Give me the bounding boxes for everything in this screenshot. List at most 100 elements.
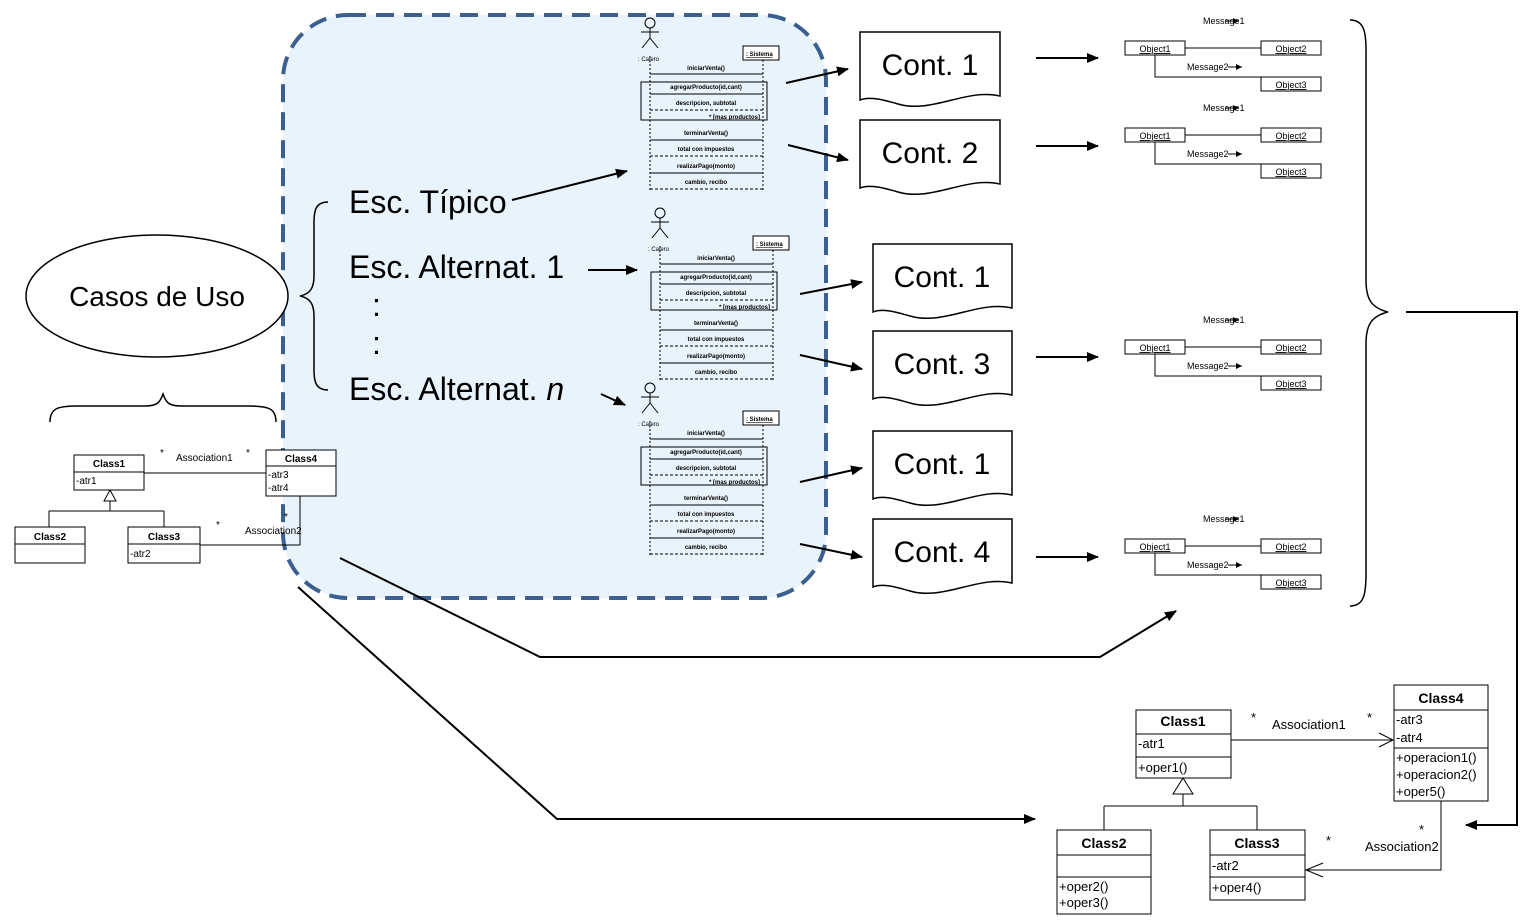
small-class1-name: Class1: [93, 459, 126, 470]
seq3-msg-8: cambio, recibo: [685, 545, 728, 551]
seq1-actor: : Cajero: [638, 57, 660, 63]
small-class2-name: Class2: [34, 532, 67, 543]
small-class3: [127, 526, 201, 564]
collaboration-diagram-3: Object1 Object2 Object3 Message1 Message…: [1125, 315, 1321, 390]
seq3-msg-5: terminarVenta(): [684, 496, 728, 502]
seq3-msg-6: total con impuestos: [678, 512, 735, 518]
collaboration-brace: [1349, 19, 1389, 607]
collaboration-diagram-4: Object1 Object2 Object3 Message1 Message…: [1125, 514, 1321, 589]
use-case-ellipse: [25, 234, 289, 358]
collab3-message2: Message2: [1187, 361, 1229, 371]
arrow-altn-to-seq: [600, 393, 626, 406]
arrow-typical-to-seq: [511, 168, 628, 201]
seq1-msg-6: total con impuestos: [678, 147, 735, 153]
big-assoc2-mult-right: *: [1419, 822, 1424, 837]
scenario-altn-prefix: Esc. Alternat.: [349, 371, 546, 407]
scenarios-highlight: [281, 13, 828, 600]
seq2-msg-8: cambio, recibo: [695, 370, 738, 376]
big-class1-attr: -atr1: [1138, 736, 1165, 751]
big-class4-attr-1: -atr3: [1396, 712, 1423, 727]
contract-label-3: Cont. 1: [894, 261, 991, 294]
seq1-msg-4: * [mas productos]: [709, 115, 760, 121]
big-class-diagram: Class1 -atr1 +oper1() Class2 +oper2() +o…: [1056, 684, 1489, 915]
arrow-seq3-cont1: [799, 465, 863, 483]
small-class4-attr-1: -atr3: [268, 470, 289, 481]
big-class4-op-3: +oper5(): [1396, 784, 1446, 799]
seq3-msg-1: iniciarVenta(): [687, 431, 725, 437]
seq3-msg-4: * [mas productos]: [709, 480, 760, 486]
seq1-msg-7: realizarPago(monto): [677, 164, 735, 170]
seq1-msg-8: cambio, recibo: [685, 180, 728, 186]
small-assoc1-label: Association1: [176, 453, 233, 464]
seq2-msg-1: iniciarVenta(): [697, 256, 735, 262]
sequence-diagram-1: : Cajero : Sistema iniciarVenta() agrega…: [638, 17, 780, 191]
collab2-message2: Message2: [1187, 149, 1229, 159]
contract-label-5: Cont. 1: [894, 448, 991, 481]
big-class2: [1056, 829, 1152, 915]
scenario-altn-n: n: [546, 371, 564, 407]
big-assoc1-mult-right: *: [1367, 710, 1372, 725]
scenario-dots-1: :: [372, 287, 381, 323]
seq3-system: : Sistema: [746, 417, 773, 423]
seq2-actor: : Cajero: [648, 247, 670, 253]
collab2-object2: Object2: [1275, 131, 1306, 141]
big-class4: [1393, 684, 1489, 802]
contract-doc-4: Cont. 3: [872, 330, 1013, 407]
big-class2-op-2: +oper3(): [1059, 895, 1109, 910]
small-assoc1-mult-left: *: [160, 448, 164, 459]
seq3-msg-2: agregarProducto(id,cant): [670, 450, 742, 456]
contract-label-2: Cont. 2: [882, 137, 979, 170]
big-assoc2-mult-left: *: [1326, 833, 1331, 848]
contract-label-6: Cont. 4: [894, 536, 991, 569]
seq2-msg-5: terminarVenta(): [694, 321, 738, 327]
contract-label-1: Cont. 1: [882, 49, 979, 82]
big-class3-op: +oper4(): [1212, 880, 1262, 895]
big-class1-op: +oper1(): [1138, 760, 1188, 775]
small-assoc2-mult-left: *: [216, 520, 220, 531]
small-class4: [265, 449, 337, 497]
small-assoc2-mult-right: *: [284, 512, 288, 523]
big-class1: [1135, 709, 1232, 779]
big-class4-op-2: +operacion2(): [1396, 767, 1477, 782]
collab4-object1: Object1: [1139, 542, 1170, 552]
collaboration-diagram-1: Object1 Object2 Object3 Message1 Message…: [1125, 16, 1321, 91]
arrow-seq3-cont4: [799, 543, 863, 560]
big-assoc1-label: Association1: [1272, 717, 1346, 732]
small-class4-name: Class4: [285, 454, 318, 465]
small-class3-attr: -atr2: [130, 549, 151, 560]
collab4-message1: Message1: [1203, 514, 1245, 524]
sequence-diagram-3: : Cajero : Sistema iniciarVenta() agrega…: [638, 382, 780, 556]
seq2-system: : Sistema: [756, 242, 783, 248]
seq2-msg-4: * [mas productos]: [719, 305, 770, 311]
small-assoc1-mult-right: *: [246, 448, 250, 459]
arrow-small-class-to-big-class: [297, 586, 1036, 824]
collab3-message1: Message1: [1203, 315, 1245, 325]
big-class3-name: Class3: [1234, 835, 1279, 851]
big-class3: [1209, 829, 1306, 901]
contract-doc-1: Cont. 1: [859, 31, 1001, 108]
big-assoc1-mult-left: *: [1251, 710, 1256, 725]
seq1-system: : Sistema: [746, 52, 773, 58]
collab1-message1: Message1: [1203, 16, 1245, 26]
use-case-underbrace: [49, 391, 277, 423]
seq2-msg-7: realizarPago(monto): [687, 354, 745, 360]
arrow-seq2-cont1: [799, 279, 863, 295]
seq2-msg-6: total con impuestos: [688, 337, 745, 343]
collab2-object1: Object1: [1139, 131, 1170, 141]
seq2-msg-3: descripcion, subtotal: [686, 291, 747, 297]
contract-label-4: Cont. 3: [894, 348, 991, 381]
collab4-object3: Object3: [1275, 578, 1306, 588]
scenario-altn: Esc. Alternat. n: [349, 371, 564, 407]
collab4-message2: Message2: [1187, 560, 1229, 570]
collab1-object2: Object2: [1275, 44, 1306, 54]
collab1-object1: Object1: [1139, 44, 1170, 54]
contract-doc-3: Cont. 1: [872, 243, 1013, 320]
contract-doc-6: Cont. 4: [872, 518, 1013, 595]
contract-doc-2: Cont. 2: [859, 119, 1001, 196]
collaboration-diagram-2: Object1 Object2 Object3 Message1 Message…: [1125, 103, 1321, 178]
big-class2-op-1: +oper2(): [1059, 879, 1109, 894]
seq3-msg-7: realizarPago(monto): [677, 529, 735, 535]
big-class4-attr-2: -atr4: [1396, 730, 1423, 745]
small-class3-name: Class3: [148, 532, 181, 543]
